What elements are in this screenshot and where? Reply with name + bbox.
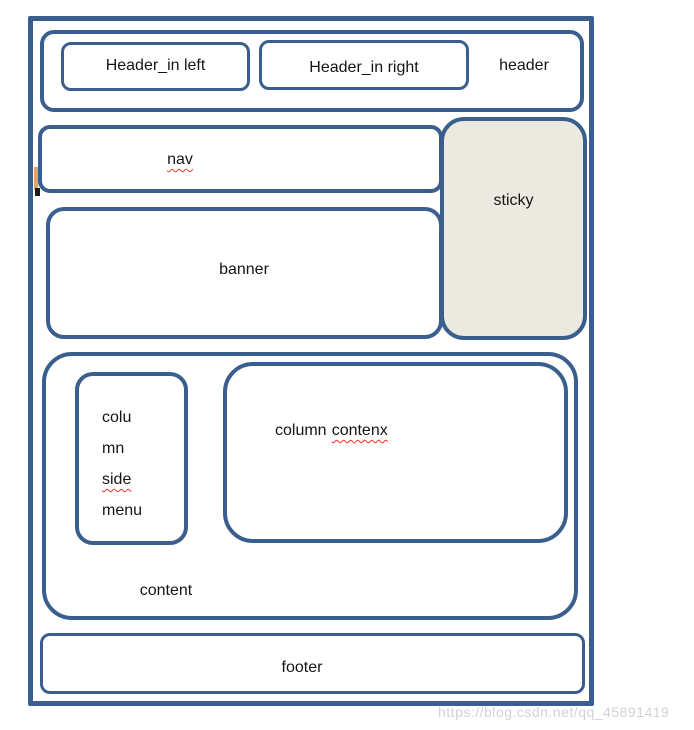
watermark-text: https://blog.csdn.net/qq_45891419 [438,704,670,720]
header-in-left-label: Header_in left [105,57,206,74]
cursor-artifact-tan [34,167,38,190]
side-menu-line: mn [102,440,125,457]
nav-label: nav [120,150,240,170]
column-content-box [223,362,568,543]
side-menu-line: colu [102,409,132,426]
header-in-right-label: Header_in right [309,59,419,76]
content-label: content [139,582,193,599]
banner-box [46,207,443,339]
banner-label: banner [219,261,269,278]
footer-label: footer [281,659,323,676]
header-in-left-box [61,42,250,91]
side-menu-box [75,372,188,545]
sticky-label: sticky [493,192,534,209]
header-label: header [499,57,549,74]
nav-label-text: nav [167,151,193,168]
outer-wrapper-box [28,16,594,706]
nav-box [38,125,443,193]
footer-box [40,633,585,694]
column-word: column [275,422,327,439]
contenx-word-misspelled: contenx [331,422,388,439]
side-menu-line-misspelled: side [102,471,132,488]
header-in-right-box [259,40,469,90]
sticky-box [440,117,587,340]
cursor-artifact-dark [35,188,40,196]
side-menu-line: menu [102,502,143,519]
